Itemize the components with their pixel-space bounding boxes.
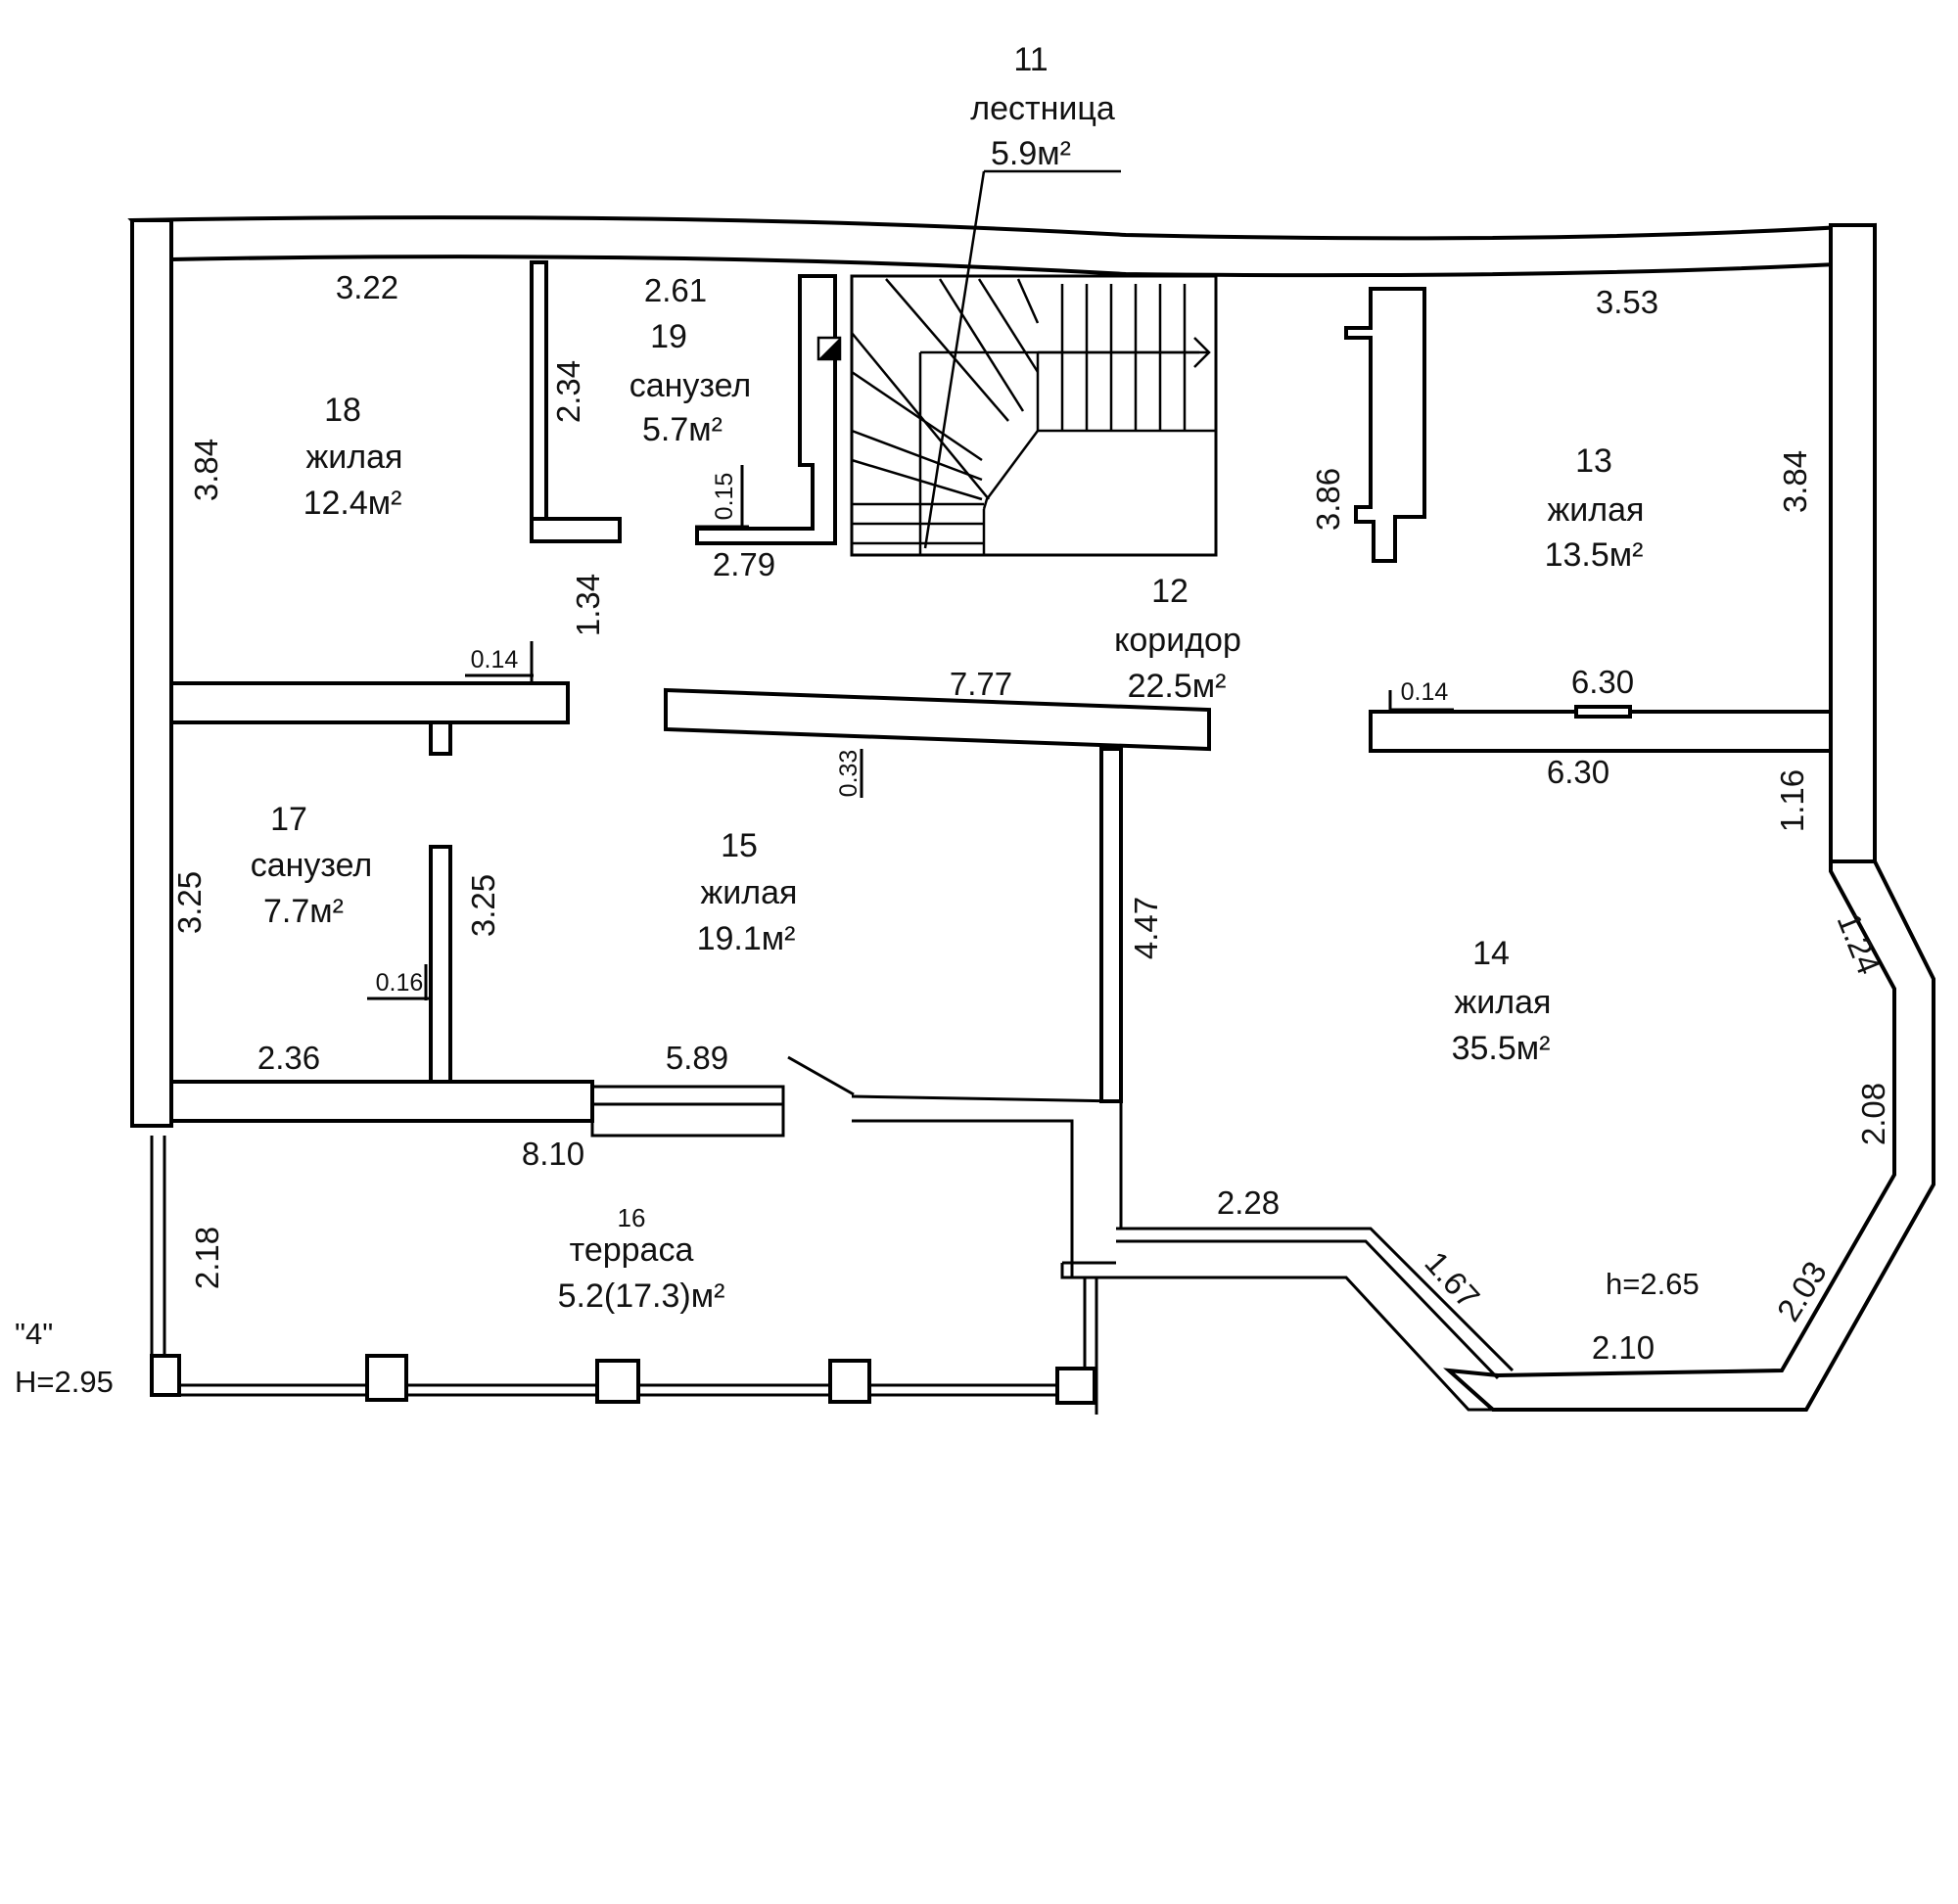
top-wall xyxy=(127,215,1877,278)
wall-18-19-stub xyxy=(530,517,622,543)
dim-777: 7.77 xyxy=(950,666,1012,702)
room-14-name: жилая xyxy=(1455,984,1552,1021)
dim-016: 0.16 xyxy=(376,969,424,997)
dim-261: 2.61 xyxy=(644,272,707,308)
wall-17-bottom xyxy=(169,1080,594,1123)
room-14-number: 14 xyxy=(1472,935,1510,972)
dim-228: 2.28 xyxy=(1217,1184,1280,1221)
dim-015: 0.15 xyxy=(711,473,738,521)
dim-386: 3.86 xyxy=(1310,468,1346,531)
wall-630-notch xyxy=(1574,705,1632,719)
room-12-name: коридор xyxy=(1114,622,1241,659)
dim-116: 1.16 xyxy=(1774,769,1810,832)
room-17-area: 7.7м² xyxy=(263,893,344,930)
outer-walls xyxy=(127,215,1935,1415)
left-wall xyxy=(130,218,173,1128)
dim-384-right: 3.84 xyxy=(1777,450,1813,513)
door-swing xyxy=(787,1055,855,1096)
dim-353: 3.53 xyxy=(1596,284,1658,320)
wall-17-15 xyxy=(429,845,452,1084)
room-11-number: 11 xyxy=(1013,41,1048,78)
dim-325-right: 3.25 xyxy=(465,874,501,937)
dim-014-right: 0.14 xyxy=(1401,678,1449,706)
terrace-column-3 xyxy=(595,1359,640,1404)
inner-walls xyxy=(169,260,1833,1138)
room-15-area: 19.1м² xyxy=(697,920,796,957)
dim-630-bottom: 6.30 xyxy=(1547,754,1609,790)
bottom-wall-right xyxy=(1060,1227,1515,1412)
room-12-number: 12 xyxy=(1151,573,1189,610)
wall-long-777 xyxy=(664,687,1211,752)
wall-corridor-right xyxy=(1099,747,1123,1103)
level-label: "4" xyxy=(15,1317,53,1351)
right-wall xyxy=(1829,223,1877,863)
room-19-name: санузел xyxy=(629,367,752,404)
room-16-name: терраса xyxy=(570,1231,694,1269)
room-17-number: 17 xyxy=(270,801,307,838)
bay-wall xyxy=(1443,859,1935,1412)
staircase xyxy=(816,169,1216,555)
terrace-column-1 xyxy=(150,1354,181,1397)
vent-icon-fill xyxy=(818,338,840,359)
wall-stair-left xyxy=(695,274,837,545)
room-11-name: лестница xyxy=(970,90,1115,127)
wall-18-19 xyxy=(530,260,548,543)
room-14-area: 35.5м² xyxy=(1452,1030,1551,1067)
dim-630-top: 6.30 xyxy=(1571,664,1634,700)
dim-325-left: 3.25 xyxy=(171,871,208,934)
dim-589: 5.89 xyxy=(666,1040,728,1076)
room-19-area: 5.7м² xyxy=(642,411,723,448)
room-13-name: жилая xyxy=(1548,491,1645,529)
room-12-area: 22.5м² xyxy=(1128,668,1227,705)
terrace-column-5 xyxy=(1055,1367,1096,1405)
terrace-column-4 xyxy=(828,1359,871,1404)
room-19-number: 19 xyxy=(650,318,687,355)
dim-322: 3.22 xyxy=(336,269,398,305)
stair-box xyxy=(850,274,1218,557)
dim-208: 2.08 xyxy=(1855,1083,1891,1145)
room-17-name: санузел xyxy=(251,847,373,884)
dim-210: 2.10 xyxy=(1592,1329,1655,1366)
room-18-number: 18 xyxy=(324,392,361,429)
dimensions: 3.22 2.61 3.53 2.34 3.84 3.84 3.86 0.15 … xyxy=(171,269,1891,1366)
dim-810: 8.10 xyxy=(522,1136,584,1172)
level-height: H=2.95 xyxy=(15,1365,114,1399)
room-16-number: 16 xyxy=(618,1203,646,1232)
dim-384-left: 3.84 xyxy=(188,439,224,501)
pillar-small xyxy=(429,720,452,756)
room-18-area: 12.4м² xyxy=(303,485,402,522)
room-18-name: жилая xyxy=(306,439,403,476)
room-height-note: h=2.65 xyxy=(1606,1267,1700,1301)
dim-447: 4.47 xyxy=(1128,897,1164,959)
dim-236: 2.36 xyxy=(257,1040,320,1076)
room-15-number: 15 xyxy=(721,827,758,864)
wall-18-bottom xyxy=(169,681,570,724)
wall-13-left xyxy=(1344,287,1426,563)
room-13-area: 13.5м² xyxy=(1545,536,1644,574)
room-11-area: 5.9м² xyxy=(991,135,1071,172)
room-15-name: жилая xyxy=(701,874,798,911)
notes: h=2.65 "4" H=2.95 xyxy=(15,1267,1700,1399)
room-16-area: 5.2(17.3)м² xyxy=(558,1277,725,1315)
room-13-number: 13 xyxy=(1575,442,1612,480)
wall-door-frame xyxy=(590,1085,785,1138)
dim-218: 2.18 xyxy=(189,1227,225,1289)
dimension-ticks xyxy=(367,465,1454,1000)
dim-279: 2.79 xyxy=(713,546,775,582)
terrace-column-2 xyxy=(365,1354,408,1402)
dim-033: 0.33 xyxy=(835,750,862,798)
dim-234: 2.34 xyxy=(550,360,586,423)
dim-134: 1.34 xyxy=(570,574,606,636)
room-labels: 11 лестница 5.9м² 19 санузел 5.7м² 18 жи… xyxy=(251,41,1645,1315)
dim-014-left: 0.14 xyxy=(471,646,519,673)
corridor-lower-wall xyxy=(851,749,1123,1277)
